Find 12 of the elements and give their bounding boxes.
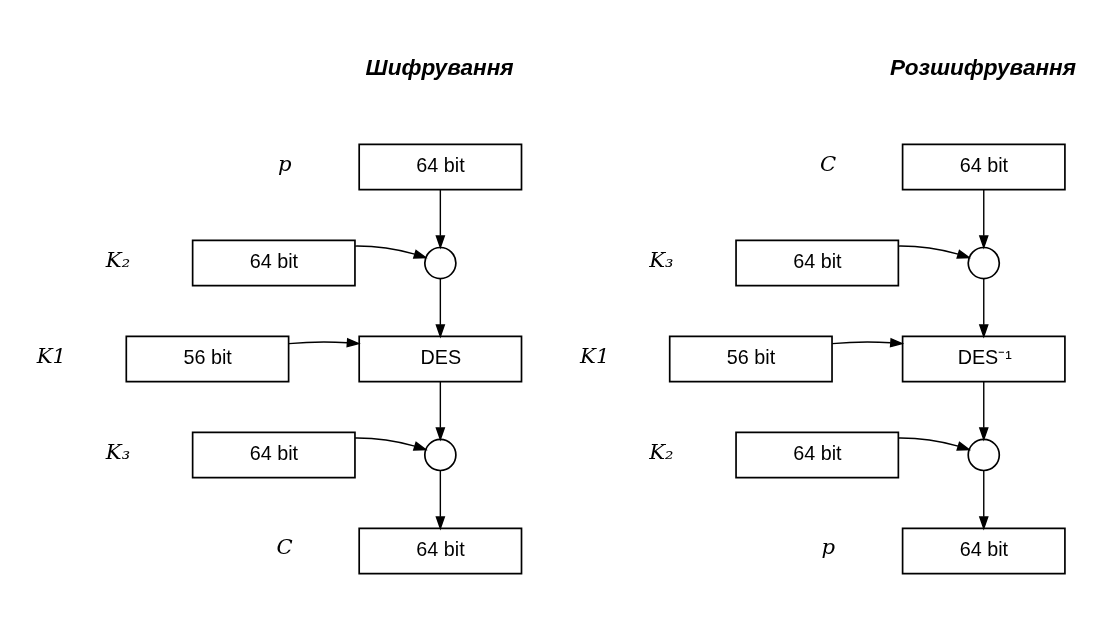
node-label: K₃ bbox=[649, 246, 674, 272]
node-label: p bbox=[821, 534, 835, 560]
node-label: K₃ bbox=[105, 438, 131, 464]
node-label: K1 bbox=[36, 342, 66, 368]
node-label: K1 bbox=[580, 342, 610, 368]
node-label: C bbox=[820, 150, 837, 176]
node-label: C bbox=[276, 534, 293, 560]
node-label: K₂ bbox=[649, 438, 674, 464]
label: Шифрування bbox=[365, 55, 514, 80]
node-label: K₂ bbox=[105, 246, 131, 272]
node-label: p bbox=[278, 150, 292, 176]
label: Розшифрування bbox=[889, 55, 1077, 80]
